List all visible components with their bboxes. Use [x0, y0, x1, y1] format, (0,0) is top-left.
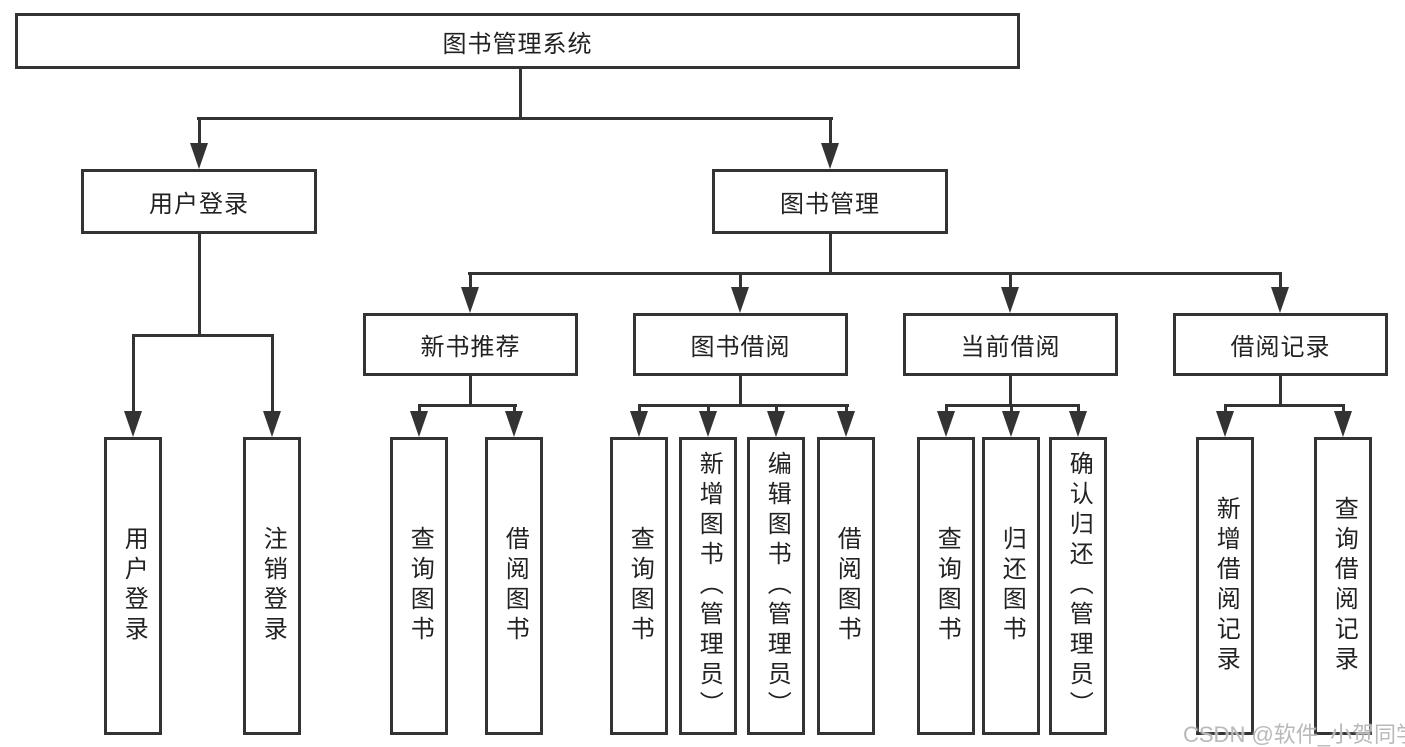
- edge-to-leaf-login: [132, 334, 135, 414]
- leaf-query-books-current: 查询图书: [917, 437, 975, 735]
- edge-to-user-login: [198, 117, 201, 147]
- node-borrowing-records: 借阅记录: [1173, 313, 1388, 376]
- node-root-system: 图书管理系统: [15, 13, 1020, 69]
- leaf-confirm-return-admin: 确认归还（管理员）: [1049, 437, 1107, 735]
- arrowhead-g4-a1: [937, 411, 955, 437]
- edge-login-stem: [198, 231, 201, 337]
- leaf-add-borrow-record-label: 新增借阅记录: [1212, 496, 1240, 676]
- node-user-login-label: 用户登录: [149, 191, 249, 218]
- arrowhead-leaf-logout: [263, 411, 281, 437]
- arrowhead-borrowing: [731, 287, 749, 313]
- leaf-borrow-books-recommend: 借阅图书: [485, 437, 543, 735]
- arrowhead-g2-a1: [410, 411, 428, 437]
- leaf-query-borrow-record-label: 查询借阅记录: [1330, 496, 1358, 676]
- leaf-borrow-books-label: 借阅图书: [833, 526, 861, 646]
- edge-borrowing-stem: [739, 374, 742, 407]
- leaf-edit-books-admin: 编辑图书（管理员）: [747, 437, 805, 735]
- arrowhead-records: [1271, 287, 1289, 313]
- leaf-edit-books-admin-label: 编辑图书（管理员）: [763, 451, 791, 721]
- edge-mgmt-stem: [829, 231, 832, 275]
- edge-records-stem: [1279, 374, 1282, 407]
- arrowhead-g5-a1: [1216, 411, 1234, 437]
- node-book-borrowing-label: 图书借阅: [690, 334, 791, 361]
- leaf-confirm-return-admin-label: 确认归还（管理员）: [1065, 451, 1093, 721]
- leaf-query-books-recommend: 查询图书: [390, 437, 448, 735]
- leaf-return-books: 归还图书: [982, 437, 1040, 735]
- leaf-add-books-admin: 新增图书（管理员）: [679, 437, 737, 735]
- arrowhead-g4-a2: [1002, 411, 1020, 437]
- node-new-book-recommend: 新书推荐: [363, 313, 578, 376]
- edge-l2-branch: [197, 117, 833, 120]
- node-borrowing-records-label: 借阅记录: [1230, 334, 1331, 361]
- edge-g5-branch: [1224, 404, 1345, 407]
- leaf-query-books-borrowing: 查询图书: [610, 437, 668, 735]
- arrowhead-g2-a2: [505, 411, 523, 437]
- node-current-borrowing: 当前借阅: [903, 313, 1118, 376]
- arrowhead-book-mgmt: [821, 143, 839, 169]
- edge-g2-branch: [418, 404, 517, 407]
- node-user-login: 用户登录: [81, 169, 317, 234]
- leaf-logout-login: 注销登录: [243, 437, 301, 735]
- leaf-query-books-recommend-label: 查询图书: [406, 526, 434, 646]
- edge-current-stem: [1009, 374, 1012, 407]
- edge-g3-branch: [638, 404, 849, 407]
- arrowhead-g3-a1: [630, 411, 648, 437]
- edge-to-recommend: [469, 272, 472, 290]
- edge-to-current: [1009, 272, 1012, 290]
- arrowhead-user-login: [190, 143, 208, 169]
- leaf-add-borrow-record: 新增借阅记录: [1196, 437, 1254, 735]
- leaf-query-books-borrowing-label: 查询图书: [626, 526, 654, 646]
- node-current-borrowing-label: 当前借阅: [960, 334, 1061, 361]
- leaf-borrow-books-recommend-label: 借阅图书: [501, 526, 529, 646]
- leaf-add-books-admin-label: 新增图书（管理员）: [695, 451, 723, 721]
- leaf-return-books-label: 归还图书: [998, 526, 1026, 646]
- edge-to-borrowing: [739, 272, 742, 290]
- arrowhead-g3-a4: [837, 411, 855, 437]
- leaf-logout-login-label: 注销登录: [259, 526, 287, 646]
- edge-to-book-mgmt: [829, 117, 832, 147]
- arrowhead-leaf-login: [124, 411, 142, 437]
- node-new-book-recommend-label: 新书推荐: [420, 334, 521, 361]
- edge-login-branch: [132, 334, 274, 337]
- node-root-label: 图书管理系统: [442, 30, 593, 58]
- node-book-management-label: 图书管理: [780, 191, 880, 218]
- watermark: CSDN @软件_小贺同学: [1183, 722, 1405, 747]
- node-book-management: 图书管理: [712, 169, 948, 234]
- arrowhead-g3-a2: [699, 411, 717, 437]
- edge-to-records: [1279, 272, 1282, 290]
- arrowhead-recommend: [461, 287, 479, 313]
- edge-to-leaf-logout: [271, 334, 274, 414]
- leaf-query-books-current-label: 查询图书: [933, 526, 961, 646]
- edge-l3-branch: [468, 272, 1282, 275]
- leaf-user-login: 用户登录: [104, 437, 162, 735]
- edge-root-stem: [519, 67, 522, 119]
- arrowhead-g4-a3: [1069, 411, 1087, 437]
- leaf-user-login-label: 用户登录: [120, 526, 148, 646]
- arrowhead-g3-a3: [767, 411, 785, 437]
- edge-recommend-stem: [469, 374, 472, 407]
- node-book-borrowing: 图书借阅: [633, 313, 848, 376]
- arrowhead-current: [1001, 287, 1019, 313]
- arrowhead-g5-a2: [1334, 411, 1352, 437]
- leaf-query-borrow-record: 查询借阅记录: [1314, 437, 1372, 735]
- leaf-borrow-books: 借阅图书: [817, 437, 875, 735]
